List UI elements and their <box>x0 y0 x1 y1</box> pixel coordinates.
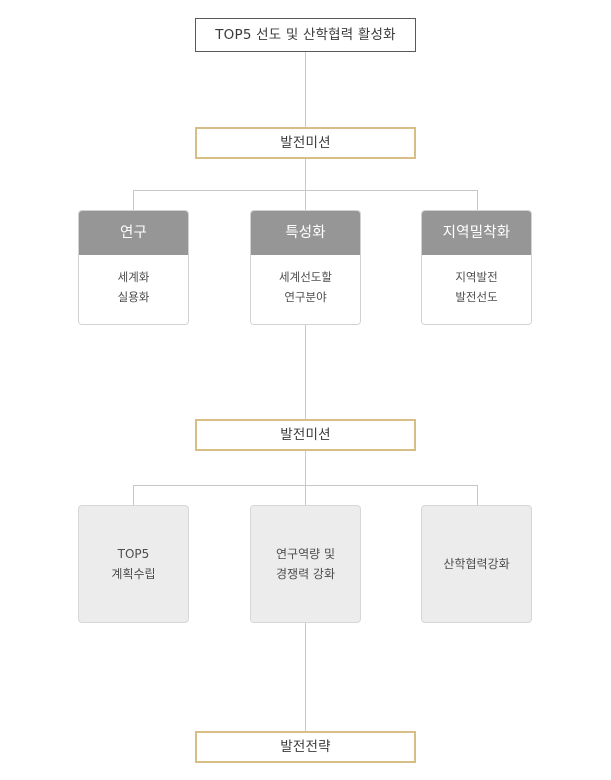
connector-drop-pillar-right <box>477 190 478 210</box>
diagram-title-label: TOP5 선도 및 산학협력 활성화 <box>215 26 396 43</box>
strategy-card-research-capability: 연구역량 및 경쟁력 강화 <box>250 505 361 623</box>
connector-bus-pillars <box>133 190 478 191</box>
band-mission-2: 발전미션 <box>195 419 416 451</box>
connector-drop-strategy-left <box>133 485 134 505</box>
band-strategy: 발전전략 <box>195 731 416 763</box>
connector-title-to-mission1 <box>305 52 306 127</box>
pillar-card-research-body: 세계화 실용화 <box>79 255 188 324</box>
connector-strategy-center-to-footer <box>305 623 306 731</box>
diagram-title-box: TOP5 선도 및 산학협력 활성화 <box>195 18 416 52</box>
connector-drop-pillar-left <box>133 190 134 210</box>
strategy-card-industry-cooperation-label: 산학협력강화 <box>443 556 510 571</box>
strategy-card-industry-cooperation: 산학협력강화 <box>421 505 532 623</box>
band-strategy-label: 발전전략 <box>280 738 331 755</box>
pillar-card-regional-header-label: 지역밀착화 <box>442 224 511 241</box>
connector-drop-strategy-right <box>477 485 478 505</box>
band-mission-1-label: 발전미션 <box>280 134 331 151</box>
strategy-card-top5-plan-label: TOP5 계획수립 <box>111 546 156 581</box>
band-mission-1: 발전미션 <box>195 127 416 159</box>
pillar-card-research: 연구 세계화 실용화 <box>78 210 189 325</box>
pillar-card-specialization-header: 특성화 <box>251 211 360 255</box>
pillar-card-specialization-body: 세계선도할 연구분야 <box>251 255 360 324</box>
band-mission-2-label: 발전미션 <box>280 426 331 443</box>
pillar-card-regional-body: 지역발전 발전선도 <box>422 255 531 324</box>
pillar-card-specialization-header-label: 특성화 <box>285 224 326 241</box>
strategy-card-research-capability-label: 연구역량 및 경쟁력 강화 <box>275 546 335 581</box>
strategy-card-top5-plan: TOP5 계획수립 <box>78 505 189 623</box>
pillar-card-regional-header: 지역밀착화 <box>422 211 531 255</box>
pillar-card-specialization-body-label: 세계선도할 연구분야 <box>279 269 332 304</box>
connector-pillar-center-to-mission2 <box>305 325 306 419</box>
connector-mission2-down <box>305 451 306 505</box>
pillar-card-specialization: 특성화 세계선도할 연구분야 <box>250 210 361 325</box>
pillar-card-regional-body-label: 지역발전 발전선도 <box>455 269 498 304</box>
connector-bus-strategies <box>133 485 478 486</box>
connector-mission1-down <box>305 159 306 210</box>
pillar-card-regional: 지역밀착화 지역발전 발전선도 <box>421 210 532 325</box>
pillar-card-research-body-label: 세계화 실용화 <box>117 269 150 304</box>
pillar-card-research-header-label: 연구 <box>119 224 148 241</box>
pillar-card-research-header: 연구 <box>79 211 188 255</box>
